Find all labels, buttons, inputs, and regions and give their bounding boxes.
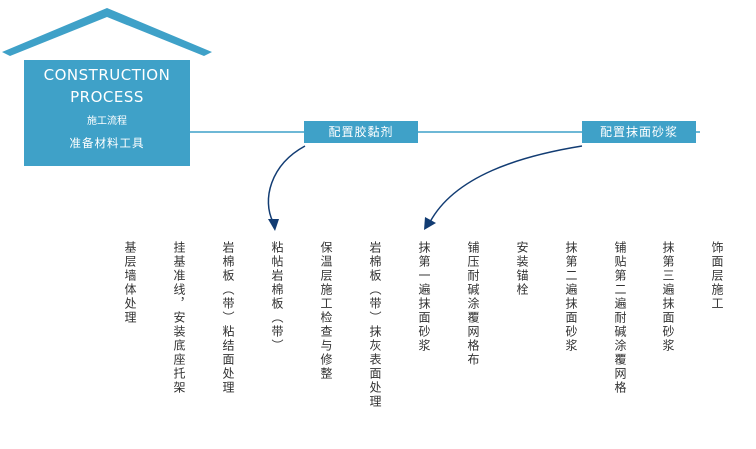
step-13: 饰面层施工 — [710, 241, 724, 311]
curve-arrow-2 — [429, 145, 583, 223]
house-body — [24, 60, 190, 166]
step-4: 粘帖岩棉板（带） — [270, 241, 284, 353]
step-6: 岩棉板（带）抹灰表面处理 — [368, 241, 382, 409]
branch-tag-mortar: 配置抹面砂浆 — [582, 121, 696, 143]
step-5: 保温层施工检查与修整 — [319, 241, 333, 381]
first-step-label: 准备材料工具 — [69, 136, 145, 150]
title-process: PROCESS — [70, 88, 144, 106]
step-3: 岩棉板（带）粘结面处理 — [221, 241, 235, 395]
step-10: 抹第二遍抹面砂浆 — [564, 241, 578, 353]
step-7: 抹第一遍抹面砂浆 — [417, 241, 431, 353]
arrow-head-1 — [268, 219, 279, 231]
step-11: 铺贴第二遍耐碱涂覆网格 — [613, 241, 627, 395]
step-9: 安装锚栓 — [515, 241, 529, 297]
step-12: 抹第三遍抹面砂浆 — [661, 241, 675, 353]
arrow-head-2 — [424, 217, 436, 230]
curve-arrow-1 — [267, 145, 306, 223]
title-construction: CONSTRUCTION — [43, 66, 171, 84]
house-roof-outline — [2, 8, 212, 56]
step-8: 铺压耐碱涂覆网格布 — [466, 241, 480, 367]
subtitle: 施工流程 — [87, 116, 127, 127]
branch-tag-adhesive: 配置胶黏剂 — [304, 121, 418, 143]
step-2: 挂基准线，安装底座托架 — [172, 241, 186, 395]
step-1: 基层墙体处理 — [123, 241, 137, 325]
